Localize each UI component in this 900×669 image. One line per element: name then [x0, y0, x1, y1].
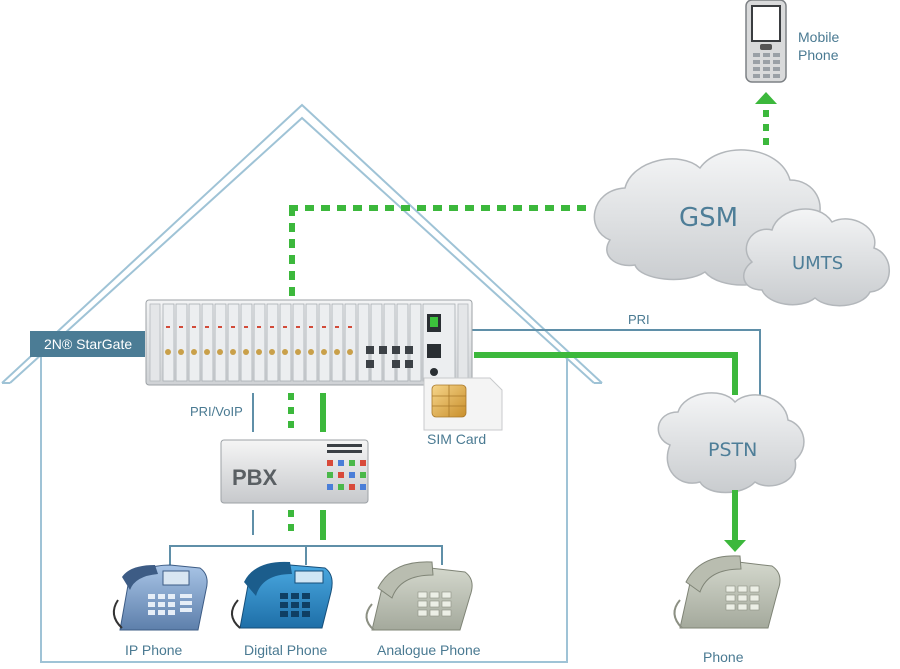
pbx-label: PBX: [232, 465, 278, 490]
pbx-to-phones-links: [169, 510, 443, 565]
pri-link: [470, 329, 761, 395]
pbx-device: [220, 439, 369, 504]
stargate-badge: [30, 331, 145, 357]
umts-cloud-icon: [742, 208, 890, 307]
pstn-label: PSTN: [708, 439, 757, 461]
pstn-to-phone-link: [724, 490, 746, 552]
ip-phone-label: IP Phone: [125, 642, 183, 658]
stargate-to-pbx-links: [252, 393, 326, 432]
umts-label: UMTS: [792, 253, 843, 274]
house-outline: [1, 103, 603, 663]
pri-voip-label: PRI/VoIP: [190, 404, 243, 419]
mobile-phone-icon: [745, 0, 787, 83]
gsm-label: GSM: [679, 203, 738, 233]
stargate-brand-label: 2N® StarGate: [44, 336, 132, 352]
ip-phone-icon: [112, 564, 208, 631]
mobile-phone-label-line2: Phone: [798, 47, 839, 63]
stargate-to-gsm-link: [289, 205, 592, 296]
phone-icon: [673, 555, 781, 629]
sim-card-label: SIM Card: [427, 431, 486, 447]
phone-label: Phone: [703, 649, 744, 665]
analogue-phone-label: Analogue Phone: [377, 642, 481, 658]
analogue-phone-icon: [365, 561, 473, 631]
stargate-to-pstn-link: [474, 352, 738, 395]
gsm-to-mobile-link: [755, 92, 777, 145]
stargate-device: [145, 299, 473, 386]
pri-label: PRI: [628, 312, 650, 327]
pstn-cloud-icon: [657, 392, 805, 494]
digital-phone-icon: [231, 561, 333, 629]
sim-card-icon: [423, 377, 503, 431]
digital-phone-label: Digital Phone: [244, 642, 327, 658]
mobile-phone-label-line1: Mobile: [798, 29, 839, 45]
